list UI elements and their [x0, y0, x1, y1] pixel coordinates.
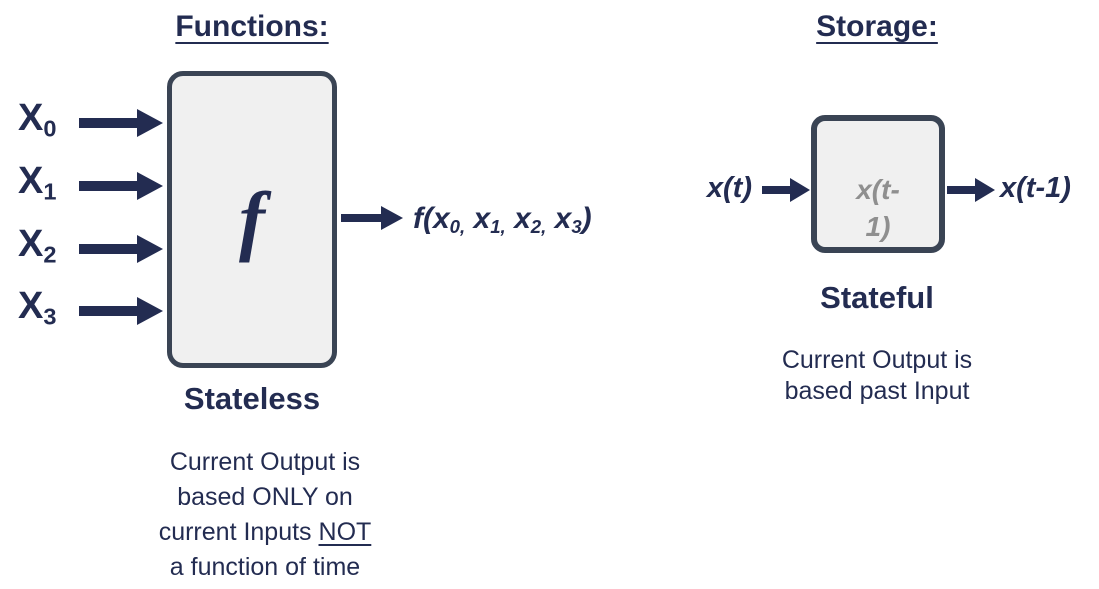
storage-box-label-line: x(t- — [856, 174, 900, 205]
storage-box-label-line: 1) — [865, 211, 891, 242]
arrow-head — [137, 235, 163, 263]
arrow-shaft — [79, 306, 137, 316]
output-formula: f(x0, x1, x2, x3) — [413, 202, 592, 238]
stateless-caption: Stateless — [183, 381, 321, 416]
input-arrow-x0-icon — [79, 109, 163, 137]
storage-output-arrow-icon — [947, 178, 995, 202]
arrow-head — [137, 109, 163, 137]
storage-output-label: x(t-1) — [1000, 172, 1071, 204]
stateful-caption: Stateful — [820, 280, 934, 315]
arrow-shaft — [762, 186, 790, 194]
arrow-head — [137, 297, 163, 325]
functions-header: Functions: — [175, 10, 329, 43]
stateful-storage-box: x(t- 1) — [811, 115, 945, 253]
input-arrow-x1-icon — [79, 172, 163, 200]
description-line: current Inputs NOT — [158, 518, 372, 546]
description-line: a function of time — [169, 553, 361, 581]
output-arrow-icon — [341, 206, 403, 230]
description-line: Current Output is — [781, 346, 973, 374]
arrow-shaft — [947, 186, 975, 194]
arrow-shaft — [79, 181, 137, 191]
stateful-description: Current Output is based past Input — [727, 345, 1027, 407]
arrow-head — [137, 172, 163, 200]
storage-header: Storage: — [816, 10, 938, 43]
input-label-x0: X0 — [18, 97, 57, 142]
stateless-function-box: f — [167, 71, 337, 368]
input-arrow-x3-icon — [79, 297, 163, 325]
arrow-shaft — [79, 118, 137, 128]
description-line: Current Output is — [169, 448, 361, 476]
stateless-description: Current Output is based ONLY on current … — [115, 445, 415, 585]
storage-input-label: x(t) — [706, 172, 752, 204]
arrow-head — [790, 178, 810, 202]
description-line: based past Input — [784, 377, 970, 405]
input-arrow-x2-icon — [79, 235, 163, 263]
input-label-x2: X2 — [18, 223, 57, 268]
arrow-head — [381, 206, 403, 230]
arrow-shaft — [79, 244, 137, 254]
storage-box-label: x(t- 1) — [817, 121, 939, 245]
description-line: based ONLY on — [177, 483, 353, 511]
input-label-x1: X1 — [18, 160, 57, 205]
function-f-symbol: f — [239, 175, 265, 263]
arrow-shaft — [341, 214, 381, 222]
storage-input-arrow-icon — [762, 178, 810, 202]
arrow-head — [975, 178, 995, 202]
input-label-x3: X3 — [18, 285, 57, 330]
